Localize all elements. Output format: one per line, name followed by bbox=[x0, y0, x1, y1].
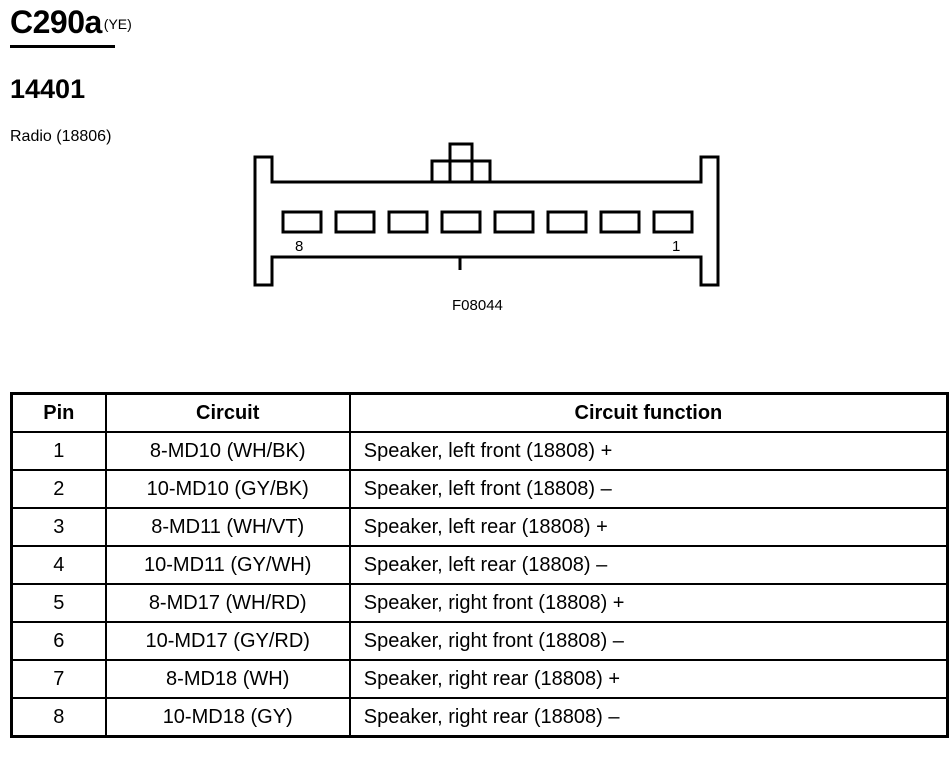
connector-drawing: 8 1 bbox=[253, 142, 720, 287]
circuit-function-cell: Speaker, right rear (18808) + bbox=[348, 659, 949, 699]
column-header-circuit-function: Circuit function bbox=[348, 392, 949, 433]
pin-cell: 5 bbox=[10, 583, 107, 623]
latch-tab-inner bbox=[448, 142, 474, 184]
pin-cavity bbox=[281, 210, 323, 234]
circuit-cell: 10-MD18 (GY) bbox=[104, 697, 351, 738]
circuit-cell: 8-MD10 (WH/BK) bbox=[104, 431, 351, 471]
connector-outline bbox=[253, 155, 720, 287]
connector-id: C290a bbox=[10, 4, 102, 40]
pin-8-label: 8 bbox=[295, 238, 303, 255]
connector-color: (YE) bbox=[103, 16, 132, 32]
pin-cell: 3 bbox=[10, 507, 107, 547]
circuit-function-cell: Speaker, right front (18808) – bbox=[348, 621, 949, 661]
pin-cavity bbox=[546, 210, 588, 234]
pin-cell: 6 bbox=[10, 621, 107, 661]
circuit-cell: 8-MD17 (WH/RD) bbox=[104, 583, 351, 623]
circuit-cell: 8-MD11 (WH/VT) bbox=[104, 507, 351, 547]
circuit-cell: 10-MD17 (GY/RD) bbox=[104, 621, 351, 661]
circuit-function-cell: Speaker, left rear (18808) – bbox=[348, 545, 949, 585]
figure-id: F08044 bbox=[452, 297, 503, 314]
component-name: Radio (18806) bbox=[10, 128, 112, 145]
circuit-function-cell: Speaker, left front (18808) + bbox=[348, 431, 949, 471]
circuit-function-cell: Speaker, left rear (18808) + bbox=[348, 507, 949, 547]
cavity-row bbox=[281, 210, 694, 234]
circuit-function-cell: Speaker, right front (18808) + bbox=[348, 583, 949, 623]
circuit-cell: 8-MD18 (WH) bbox=[104, 659, 351, 699]
pin-cell: 2 bbox=[10, 469, 107, 509]
part-number: 14401 bbox=[10, 74, 86, 104]
pin-cavity bbox=[334, 210, 376, 234]
pin-cell: 4 bbox=[10, 545, 107, 585]
pin-1-label: 1 bbox=[672, 238, 680, 255]
pin-cavity bbox=[493, 210, 535, 234]
column-header-circuit: Circuit bbox=[104, 392, 351, 433]
table-header-row: Pin Circuit Circuit function bbox=[10, 392, 949, 433]
circuit-function-cell: Speaker, left front (18808) – bbox=[348, 469, 949, 509]
pin-cavity bbox=[440, 210, 482, 234]
circuit-cell: 10-MD10 (GY/BK) bbox=[104, 469, 351, 509]
pin-cell: 8 bbox=[10, 697, 107, 738]
column-header-pin: Pin bbox=[10, 392, 107, 433]
pin-cell: 1 bbox=[10, 431, 107, 471]
pin-cavity bbox=[599, 210, 641, 234]
pin-cell: 7 bbox=[10, 659, 107, 699]
connector-face-diagram: 8 1 bbox=[250, 140, 730, 295]
circuit-function-cell: Speaker, right rear (18808) – bbox=[348, 697, 949, 738]
latch-tab-outer bbox=[430, 159, 492, 184]
pin-cavity bbox=[387, 210, 429, 234]
header-underline bbox=[10, 45, 115, 48]
connector-header: C290a(YE) bbox=[10, 4, 132, 40]
circuit-cell: 10-MD11 (GY/WH) bbox=[104, 545, 351, 585]
pin-cavity bbox=[652, 210, 694, 234]
